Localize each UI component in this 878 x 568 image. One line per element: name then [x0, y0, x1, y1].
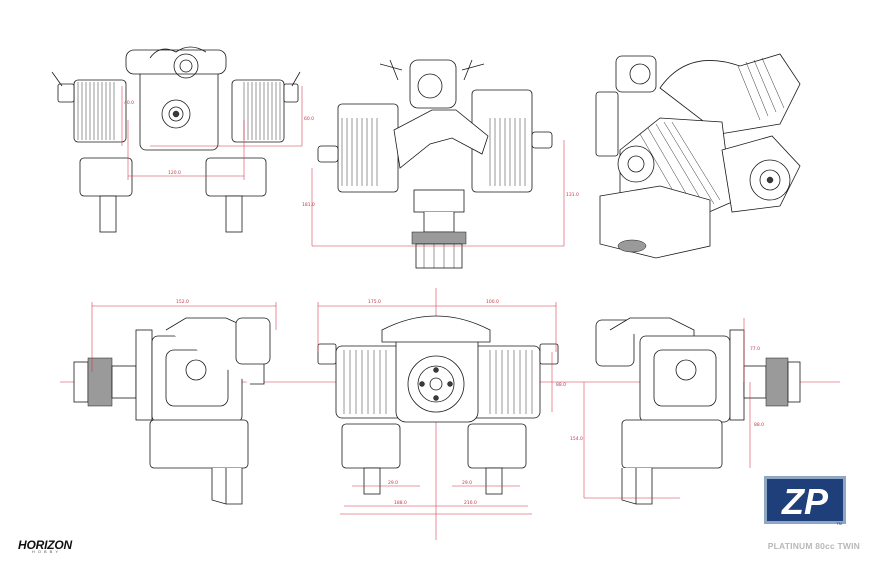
dims-bottom-center: [317, 302, 557, 515]
cylinder-right-rear: [469, 345, 541, 419]
muffler-side: [149, 419, 249, 469]
zp-logo-mark: ZP: [781, 481, 829, 522]
horizon-hobby-logo: HORIZON HOBBY: [18, 538, 98, 554]
dim-height-b-right: 88.0: [754, 422, 764, 428]
dim-span-left: 175.0: [368, 299, 381, 305]
view-bottom-left-side: 152.0: [73, 299, 277, 505]
muffler-side-right: [621, 419, 723, 469]
dim-length: 152.0: [176, 299, 189, 305]
cylinder-left: [51, 71, 127, 143]
muffler-left-rear: [341, 423, 401, 469]
dim-overall-height: 181.0: [302, 202, 315, 208]
view-bottom-right-side: 77.0 88.0 154.0: [570, 317, 801, 505]
brand-wordmark: HORIZON: [18, 538, 72, 552]
dim-height-b: 131.0: [566, 192, 579, 198]
cylinder-rear-iso: [659, 53, 801, 135]
dim-height-a-label: 40.0: [124, 100, 134, 106]
dim-base-b: 216.0: [464, 500, 477, 506]
dim-width-label: 120.0: [168, 170, 181, 176]
dims-top-center: [311, 140, 565, 247]
dim-height-c-right: 154.0: [570, 436, 583, 442]
prop-hub-top: [411, 231, 467, 245]
dims-bottom-right: [583, 318, 751, 499]
view-top-center: 181.0 131.0: [302, 59, 579, 269]
dim-height-b-label: 60.0: [304, 116, 314, 122]
dims-bottom-left: [91, 302, 277, 372]
dims-top-left: [121, 86, 303, 180]
dim-height-a-right: 77.0: [750, 346, 760, 352]
dim-mount-b: 29.0: [462, 480, 472, 486]
view-top-right-isometric: [595, 53, 801, 259]
view-top-left-front: 120.0 40.0 60.0: [51, 46, 314, 233]
muffler-iso: [599, 185, 711, 259]
view-bottom-center-rear: 175.0 100.0 88.0 29.0 29.0 188.0 216.0: [317, 299, 566, 515]
intake-manifold: [393, 109, 489, 169]
model-label: PLATINUM 80cc TWIN: [767, 541, 860, 551]
dim-base-a: 188.0: [394, 500, 407, 506]
dim-span-right: 100.0: [486, 299, 499, 305]
carburetor-iso: [615, 55, 657, 93]
cylinder-right: [231, 71, 301, 143]
brand-subline: HOBBY: [32, 549, 62, 554]
carburetor-side: [235, 317, 271, 365]
crankcase-front: [125, 46, 227, 151]
carburetor: [409, 59, 457, 109]
cylinder-left-rear: [335, 345, 407, 419]
zp-logo: ZP TM: [764, 476, 846, 526]
crankcase-top: [413, 189, 465, 213]
dim-center-height: 88.0: [556, 382, 566, 388]
dim-mount-a: 29.0: [388, 480, 398, 486]
muffler-pair-front: [79, 157, 267, 233]
muffler-right-rear: [467, 423, 527, 469]
zp-logo-trademark: TM: [836, 521, 842, 526]
